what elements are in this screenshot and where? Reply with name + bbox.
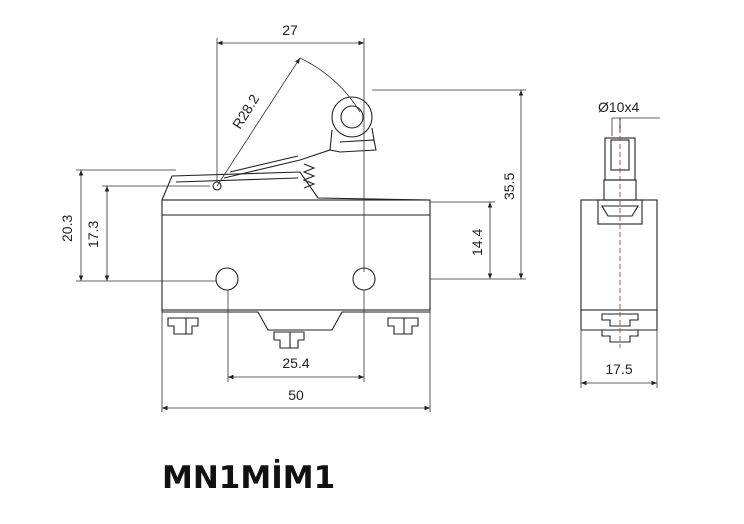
side-dimensions: Ø10x4 17.5 xyxy=(580,99,660,388)
actuator-lever xyxy=(161,171,431,201)
switch-body xyxy=(161,199,431,311)
dim-side-width: 17.5 xyxy=(605,361,632,377)
dim-top-width: 27 xyxy=(282,22,298,38)
terminal-center xyxy=(273,331,305,349)
mount-hole-left xyxy=(215,267,239,291)
spring xyxy=(302,163,316,189)
side-view xyxy=(580,118,658,348)
roller xyxy=(331,96,373,138)
terminal-right xyxy=(387,317,419,335)
front-view xyxy=(161,57,431,349)
model-title: MN1MİM1 xyxy=(162,460,335,496)
dim-hole-spacing: 25.4 xyxy=(282,355,309,371)
dim-roller-diameter: Ø10x4 xyxy=(598,99,639,115)
dim-right-body: 14.4 xyxy=(469,229,485,256)
terminal-left xyxy=(167,317,199,335)
dim-radius: R28.2 xyxy=(229,91,262,131)
front-dimensions: 27 R28.2 35.5 14.4 20.3 17.3 25.4 50 xyxy=(59,22,526,412)
radius-arc xyxy=(299,57,361,113)
dim-left-inner: 17.3 xyxy=(85,221,101,248)
dim-left-outer: 20.3 xyxy=(59,215,75,242)
dim-total-height: 35.5 xyxy=(501,173,517,200)
dim-body-width: 50 xyxy=(288,387,304,403)
